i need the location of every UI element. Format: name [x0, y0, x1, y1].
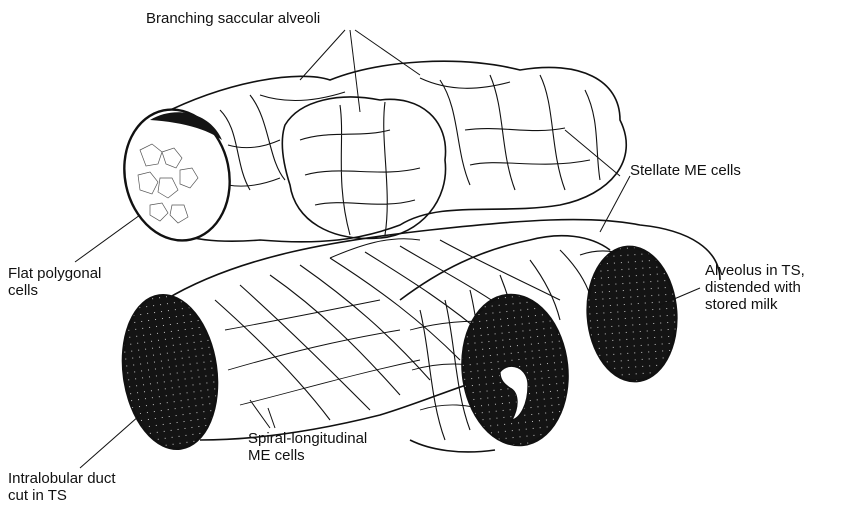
- upper-duct-end: [112, 100, 241, 251]
- alveolus-ts-label: Alveolus in TS, distended with stored mi…: [705, 262, 805, 313]
- alveolus-lumen-middle: [455, 290, 574, 450]
- stellate-me-cells-label: Stellate ME cells: [630, 162, 741, 179]
- intralobular-duct-label: Intralobular duct cut in TS: [8, 470, 116, 504]
- spiral-longitudinal-label: Spiral-longitudinal ME cells: [248, 430, 367, 464]
- flat-polygonal-cells-label: Flat polygonal cells: [8, 265, 101, 299]
- branching-alveoli-label: Branching saccular alveoli: [146, 10, 320, 27]
- alveolus-lumen-right: [583, 244, 680, 384]
- intralobular-duct-lumen: [114, 289, 227, 454]
